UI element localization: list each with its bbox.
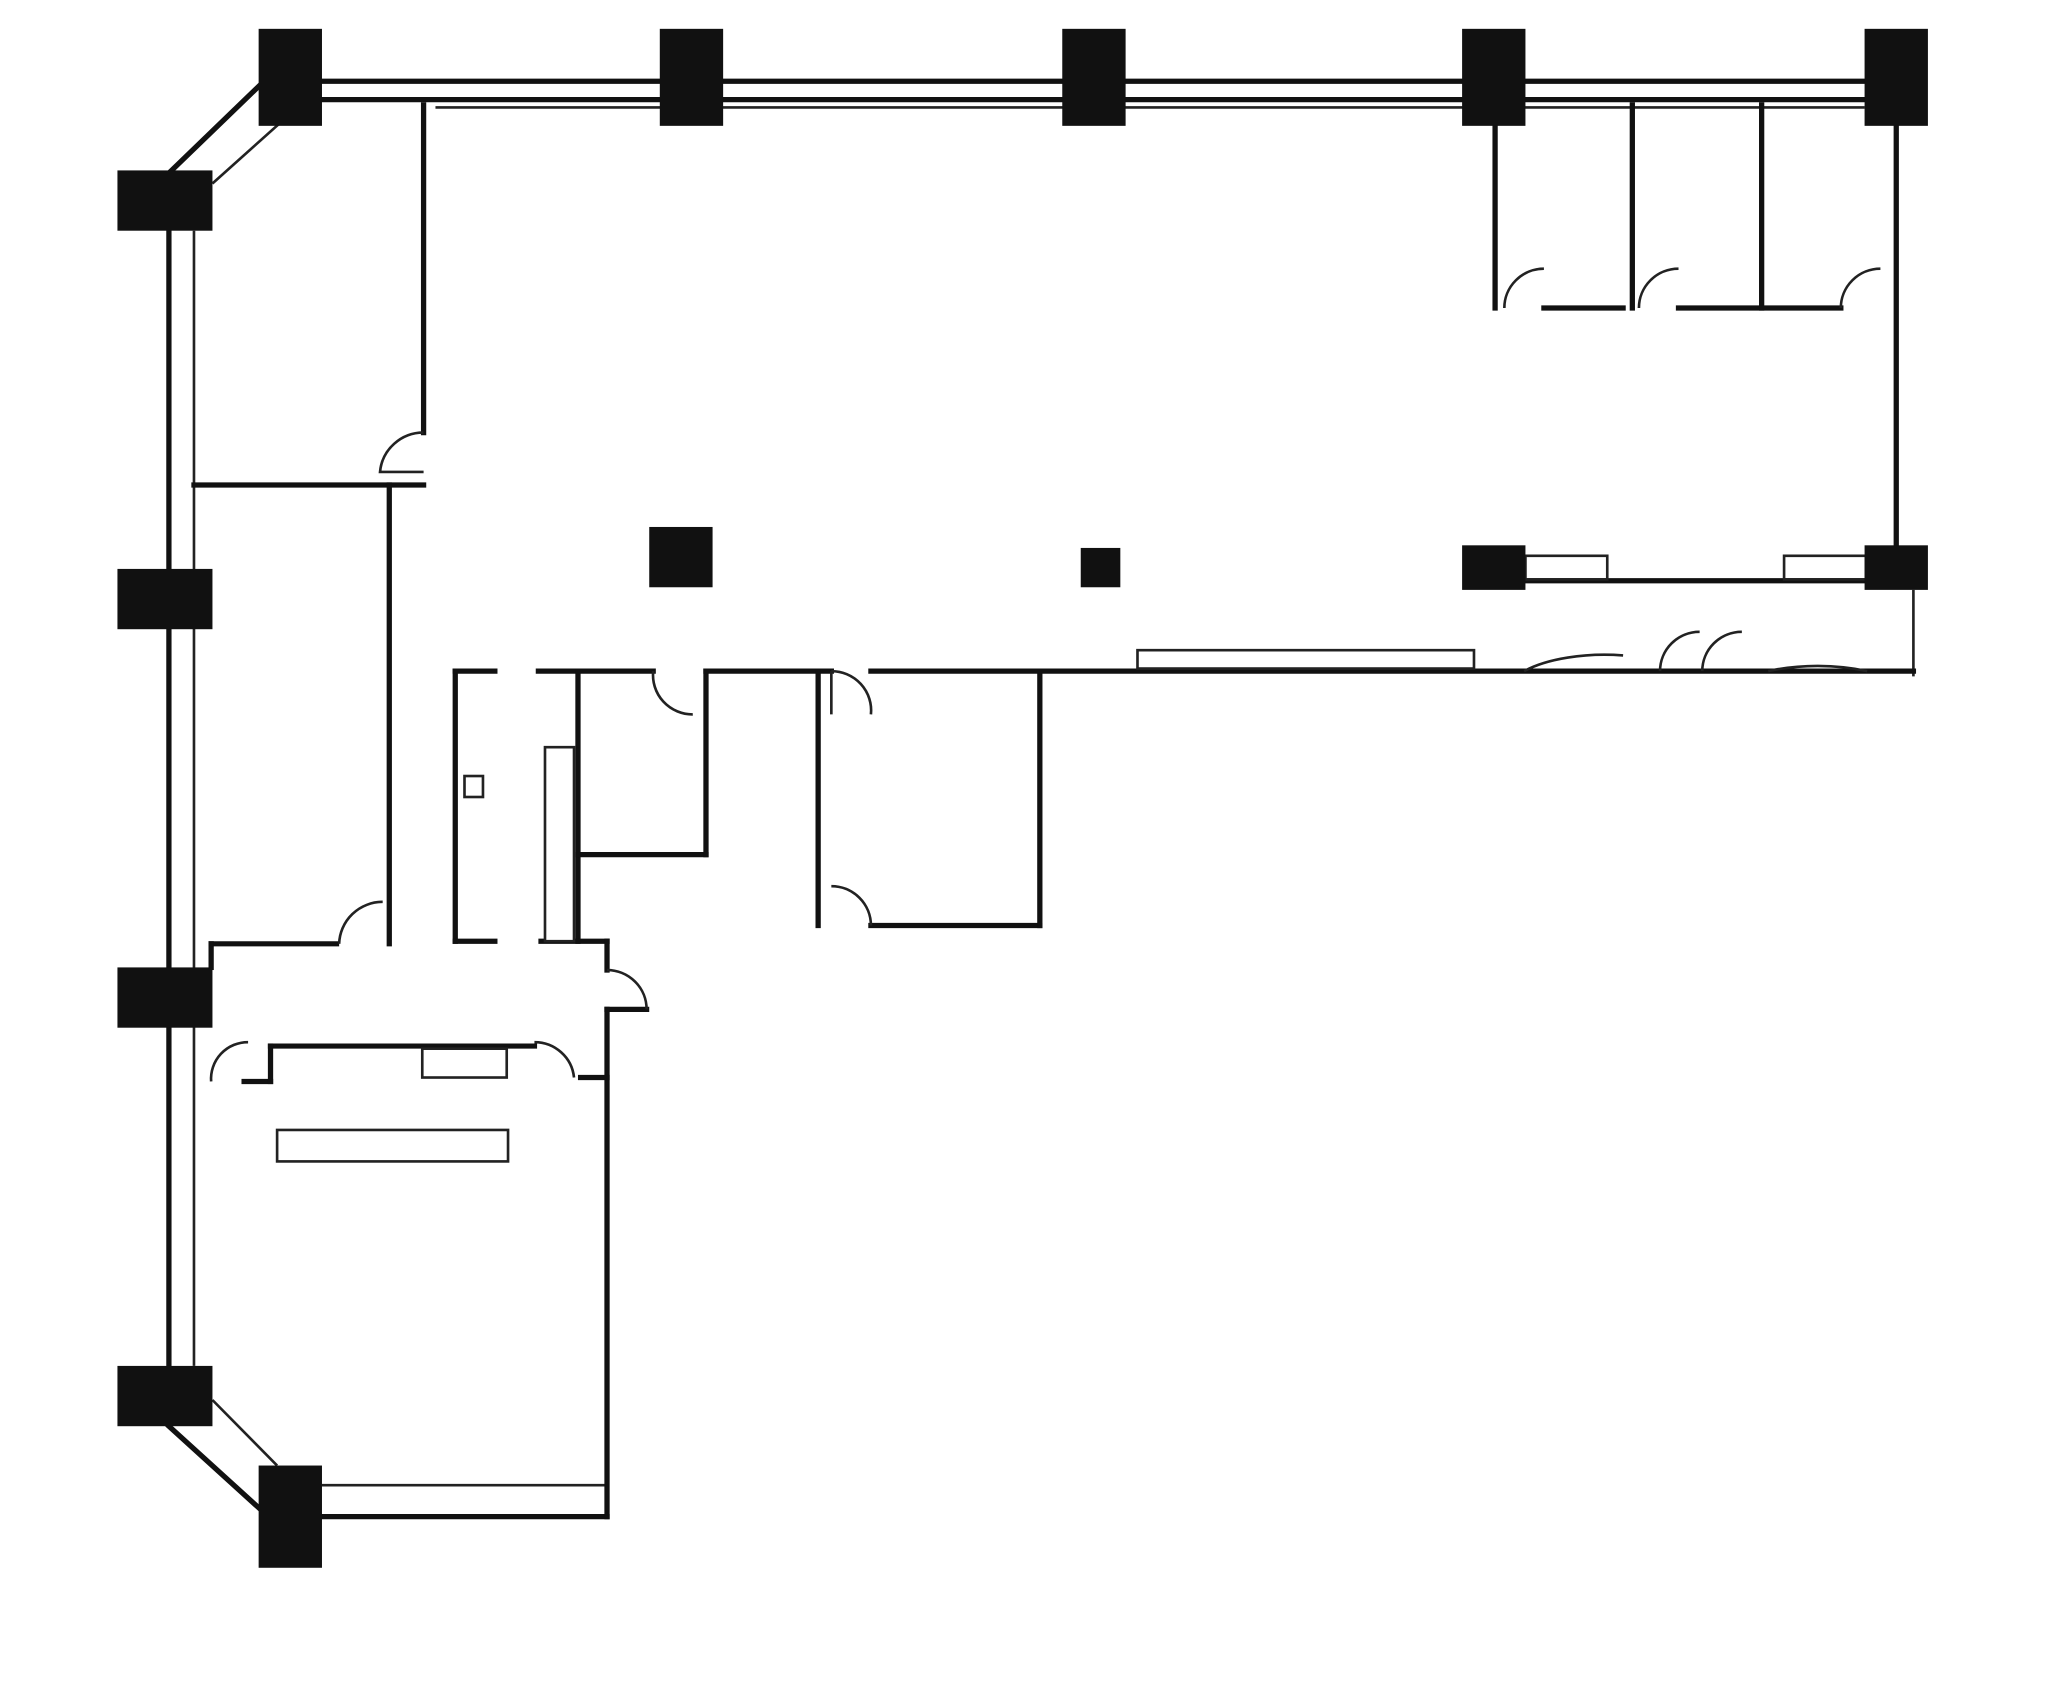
fixture: [543, 745, 576, 943]
door-swing: [1503, 267, 1544, 309]
door-swing: [534, 1040, 576, 1078]
column: [117, 1365, 213, 1427]
fixture: [463, 774, 485, 799]
column: [1062, 28, 1126, 126]
interior-wall: [1782, 554, 1868, 581]
doors: [209, 267, 1881, 1082]
column: [258, 1465, 322, 1568]
exterior-wall: [211, 122, 281, 185]
column: [117, 568, 213, 630]
column: [1462, 28, 1526, 126]
column: [117, 170, 213, 231]
interior-walls: [191, 102, 1917, 1085]
door-swing: [1637, 267, 1679, 309]
exterior-wall: [165, 1422, 266, 1514]
door-swing: [1658, 630, 1742, 672]
column: [1864, 545, 1928, 590]
structural-columns: [117, 28, 1928, 1568]
fixtures: [275, 648, 1476, 1163]
fixture: [1136, 648, 1476, 670]
door-swing: [606, 968, 648, 1010]
column: [1864, 28, 1928, 126]
column: [1080, 547, 1121, 588]
fixture: [420, 1047, 509, 1079]
door-swing: [337, 900, 383, 944]
fixture: [275, 1128, 510, 1163]
door-swing: [1523, 653, 1868, 673]
column: [659, 28, 724, 126]
door-swing: [830, 669, 873, 715]
interior-wall: [1524, 554, 1609, 581]
column: [649, 526, 713, 588]
column: [1462, 545, 1526, 590]
door-swing: [209, 1040, 249, 1082]
door-swing: [831, 884, 873, 926]
column: [258, 28, 322, 126]
column: [117, 967, 213, 1028]
door-swing: [651, 671, 693, 716]
exterior-wall: [165, 77, 268, 177]
exterior-wall: [211, 1399, 279, 1467]
door-swing: [1839, 267, 1881, 309]
door-swing: [378, 431, 424, 474]
